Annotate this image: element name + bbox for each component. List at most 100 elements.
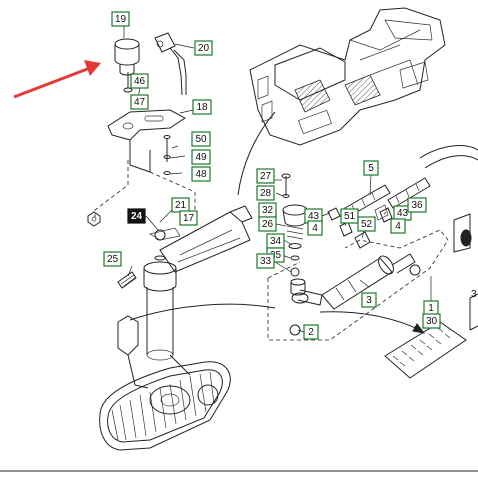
frame-leader-curve	[237, 111, 276, 196]
callout-49-c49: 49	[191, 149, 211, 165]
pin-27-28	[281, 173, 291, 198]
callout-number: 1	[428, 303, 434, 314]
callout-number: 20	[198, 43, 210, 54]
callout-number: 24	[131, 211, 143, 222]
plate-leader-curve	[319, 311, 421, 331]
callout-2-c2: 2	[303, 324, 319, 340]
main-frame-assembly	[249, 7, 446, 146]
callout-box	[127, 208, 146, 224]
callout-20-c20: 20	[194, 40, 213, 56]
nut-left	[87, 211, 101, 227]
callout-number: 33	[260, 256, 272, 267]
assembly-dashline-a	[94, 160, 129, 220]
callout-box	[179, 210, 198, 226]
callout-box	[357, 216, 376, 232]
callout-number: 48	[195, 169, 207, 180]
callout-36-c36: 36	[407, 197, 427, 213]
callout-number: 21	[175, 200, 187, 211]
plate-leader-arrowhead	[412, 323, 426, 334]
callout-box	[258, 216, 277, 232]
callout-number: 52	[361, 219, 373, 230]
callout-box	[130, 94, 149, 110]
callout-box	[256, 185, 275, 201]
callout-33-c33: 33	[256, 253, 275, 269]
callout-5-c5: 5	[363, 160, 379, 176]
callout-43-c43b: 43	[393, 205, 412, 221]
callout-4-c4a: 4	[307, 220, 323, 236]
callout-number: 3	[366, 295, 372, 306]
callout-number: 50	[195, 134, 207, 145]
callout-box	[191, 166, 211, 182]
hydraulic-cylinder-3	[289, 253, 421, 336]
screw-50	[163, 135, 171, 175]
callout-number: 2	[308, 327, 314, 338]
callout-box	[407, 197, 427, 213]
callout-number: 47	[134, 97, 146, 108]
callout-19-c19: 19	[111, 11, 130, 27]
callout-number: 36	[411, 200, 423, 211]
callout-number: 17	[183, 213, 195, 224]
callout-box	[303, 324, 319, 340]
callout-48-c48: 48	[191, 166, 211, 182]
callout-25-c25: 25	[103, 251, 122, 267]
callout-number: 51	[344, 211, 356, 222]
callout-17-c17: 17	[179, 210, 198, 226]
callout-47-c47: 47	[130, 94, 149, 110]
callout-18-c18: 18	[192, 99, 212, 115]
callout-number: 28	[260, 188, 272, 199]
callout-box	[191, 149, 211, 165]
callout-number: 26	[262, 219, 274, 230]
callout-30-c30: 30	[422, 313, 441, 329]
callout-32-c32: 32	[258, 202, 277, 218]
callout-number: 19	[115, 14, 127, 25]
callout-box	[340, 208, 359, 224]
callout-4-c4b: 4	[390, 218, 406, 234]
red-pointer-arrow	[13, 60, 101, 99]
boom-arm	[149, 205, 253, 273]
callout-50-c50: 50	[191, 131, 211, 147]
step-plate-30	[384, 321, 467, 379]
connector-20	[154, 32, 195, 96]
callout-number: 34	[270, 236, 282, 247]
callout-box	[103, 251, 122, 267]
callout-number: 4	[395, 221, 401, 232]
callout-box	[422, 313, 441, 329]
callout-26-c26: 26	[258, 216, 277, 232]
assembly-dashline-b	[149, 171, 196, 215]
callout-51-c51: 51	[340, 208, 359, 224]
right-edge-parts	[453, 213, 478, 331]
callout-box	[361, 292, 377, 308]
callout-46-c46: 46	[130, 73, 149, 89]
callout-24-c24: 24	[127, 208, 146, 224]
callout-number: 49	[195, 152, 207, 163]
callout-number: 32	[262, 205, 274, 216]
callout-number: 5	[368, 163, 374, 174]
crawler-track-base	[99, 315, 231, 451]
callout-number: 4	[312, 223, 318, 234]
vertical-post	[143, 255, 177, 361]
callout-number: 35	[270, 250, 282, 261]
callout-box	[390, 218, 406, 234]
callout-box	[192, 99, 212, 115]
callout-box	[363, 160, 379, 176]
callout-number: 27	[260, 171, 272, 182]
cylinder-dashed-enclosure	[267, 229, 449, 341]
callout-43-c43a: 43	[304, 208, 323, 224]
hydraulic-hoses	[344, 145, 478, 221]
callout-number: 25	[107, 254, 119, 265]
sensor-body-19	[114, 24, 140, 76]
callout-52-c52: 52	[357, 216, 376, 232]
callout-27-c27: 27	[256, 168, 275, 184]
callout-number: 30	[426, 316, 438, 327]
callout-34-c34: 34	[266, 233, 285, 249]
callout-28-c28: 28	[256, 185, 275, 201]
callout-box	[256, 253, 275, 269]
callout-3-c3: 3	[361, 292, 377, 308]
callout-number: 46	[134, 76, 146, 87]
cylinder-leader-curve	[129, 303, 276, 321]
callout-box	[307, 220, 323, 236]
valve-spring-stack	[282, 204, 308, 277]
callout-box	[194, 40, 213, 56]
